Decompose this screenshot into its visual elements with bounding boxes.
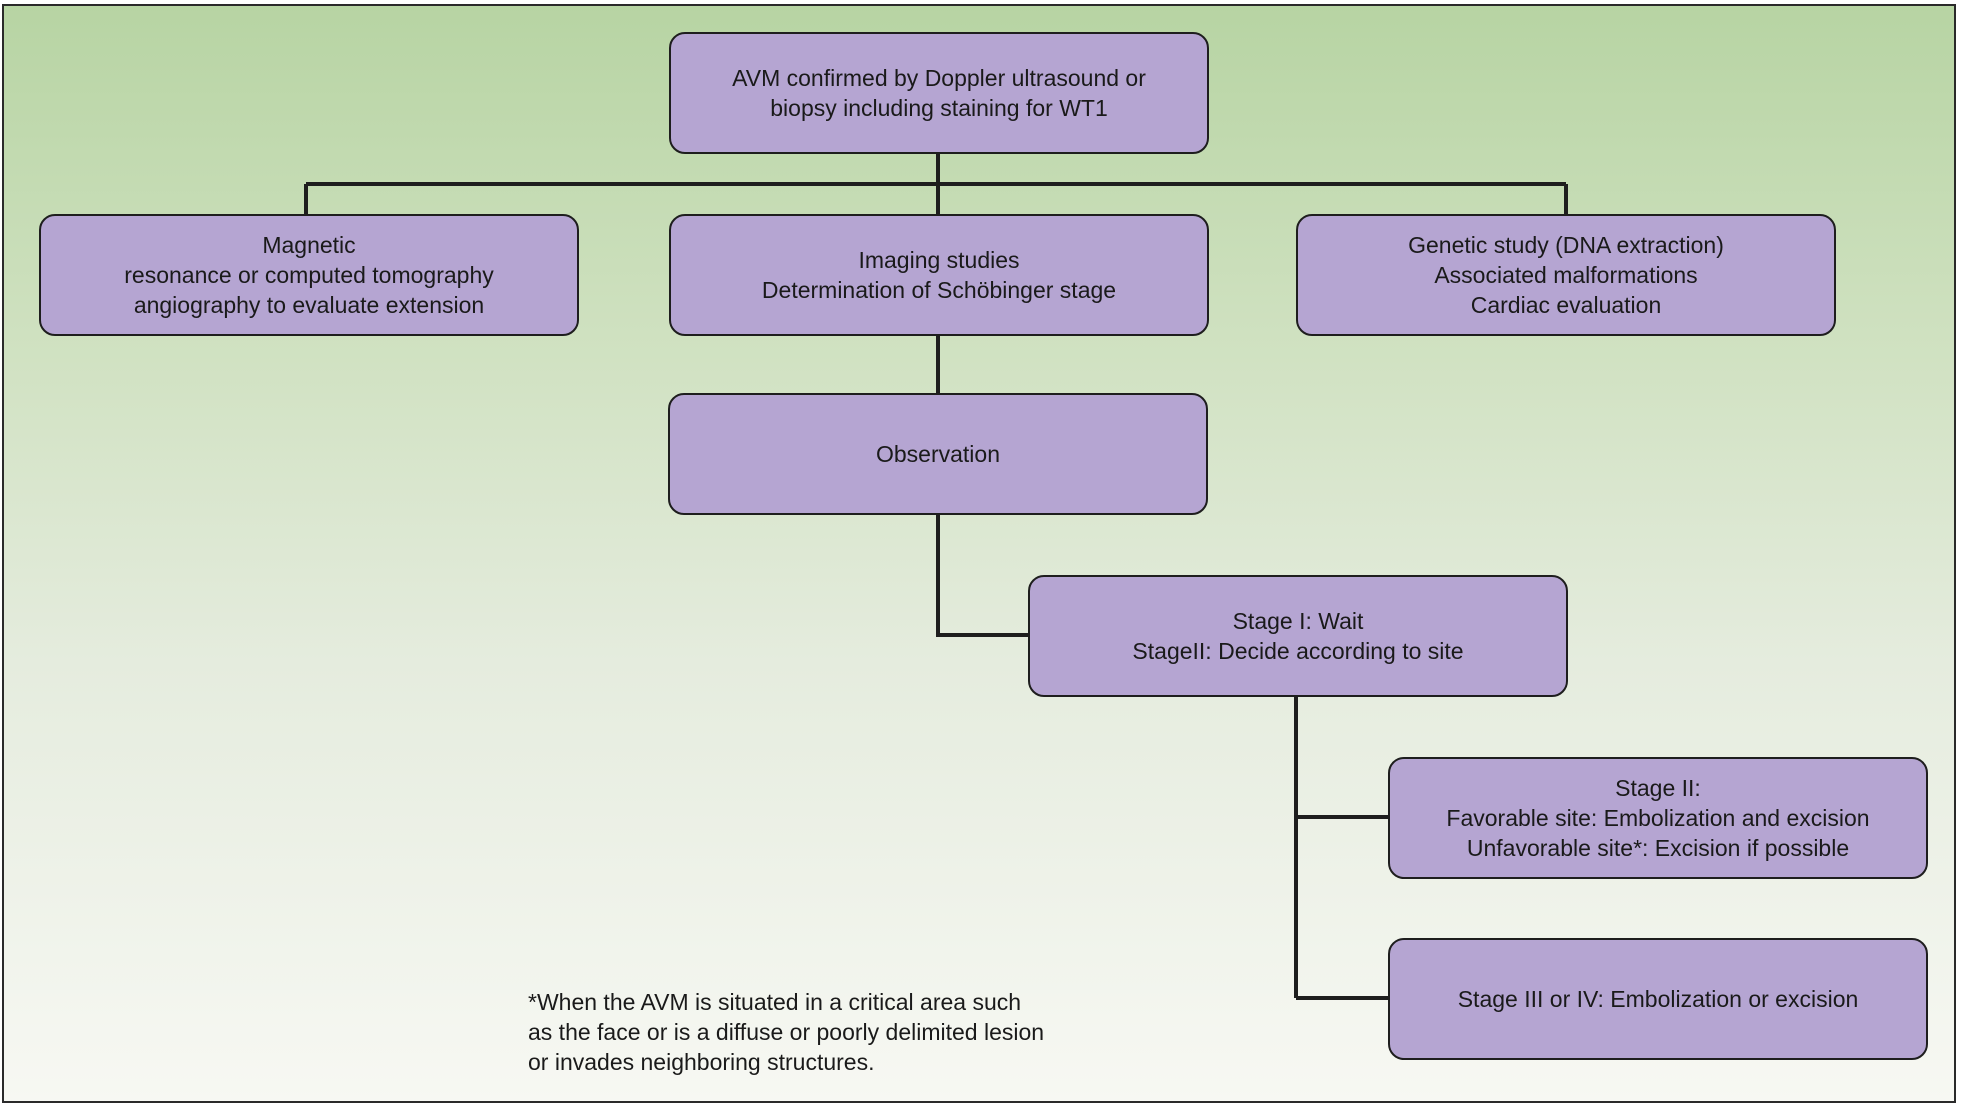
footnote-line-2: as the face or is a diffuse or poorly de… — [528, 1019, 1045, 1045]
root-node: AVM confirmed by Doppler ultrasound or b… — [669, 32, 1209, 154]
imaging-node-line-2: Determination of Schöbinger stage — [761, 277, 1117, 303]
stage1-node-line-2: StageII: Decide according to site — [1132, 638, 1464, 664]
footnote-line-1: *When the AVM is situated in a critical … — [528, 989, 1022, 1015]
stage1-node-line-1: Stage I: Wait — [1232, 608, 1364, 634]
stage1-node: Stage I: Wait StageII: Decide according … — [1028, 575, 1568, 697]
genetic-node-line-2: Associated malformations — [1434, 262, 1698, 288]
diagram-frame — [2, 4, 1956, 1103]
stage3-node: Stage III or IV: Embolization or excisio… — [1388, 938, 1928, 1060]
stage2-node: Stage II: Favorable site: Embolization a… — [1388, 757, 1928, 879]
stage2-node-line-2: Favorable site: Embolization and excisio… — [1446, 805, 1870, 831]
mri-node-line-1: Magnetic — [262, 232, 356, 258]
stage2-node-line-3: Unfavorable site*: Excision if possible — [1466, 835, 1850, 861]
footnote-line-3: or invades neighboring structures. — [528, 1049, 875, 1075]
stage2-node-line-1: Stage II: — [1615, 775, 1701, 801]
imaging-node: Imaging studies Determination of Schöbin… — [669, 214, 1209, 336]
genetic-node: Genetic study (DNA extraction) Associate… — [1296, 214, 1836, 336]
root-node-line-1: AVM confirmed by Doppler ultrasound or — [732, 65, 1146, 91]
stage3-node-line-1: Stage III or IV: Embolization or excisio… — [1457, 986, 1859, 1012]
footnote: *When the AVM is situated in a critical … — [528, 987, 1044, 1077]
mri-node: Magnetic resonance or computed tomograph… — [39, 214, 579, 336]
imaging-node-line-1: Imaging studies — [858, 247, 1020, 273]
root-node-line-2: biopsy including staining for WT1 — [770, 95, 1108, 121]
mri-node-line-3: angiography to evaluate extension — [133, 292, 485, 318]
observation-node-line-1: Observation — [875, 441, 1000, 467]
connector-observation-stage1 — [936, 515, 1028, 637]
genetic-node-line-1: Genetic study (DNA extraction) — [1408, 232, 1724, 258]
mri-node-line-2: resonance or computed tomography — [124, 262, 494, 288]
genetic-node-line-3: Cardiac evaluation — [1470, 292, 1662, 318]
observation-node: Observation — [668, 393, 1208, 515]
